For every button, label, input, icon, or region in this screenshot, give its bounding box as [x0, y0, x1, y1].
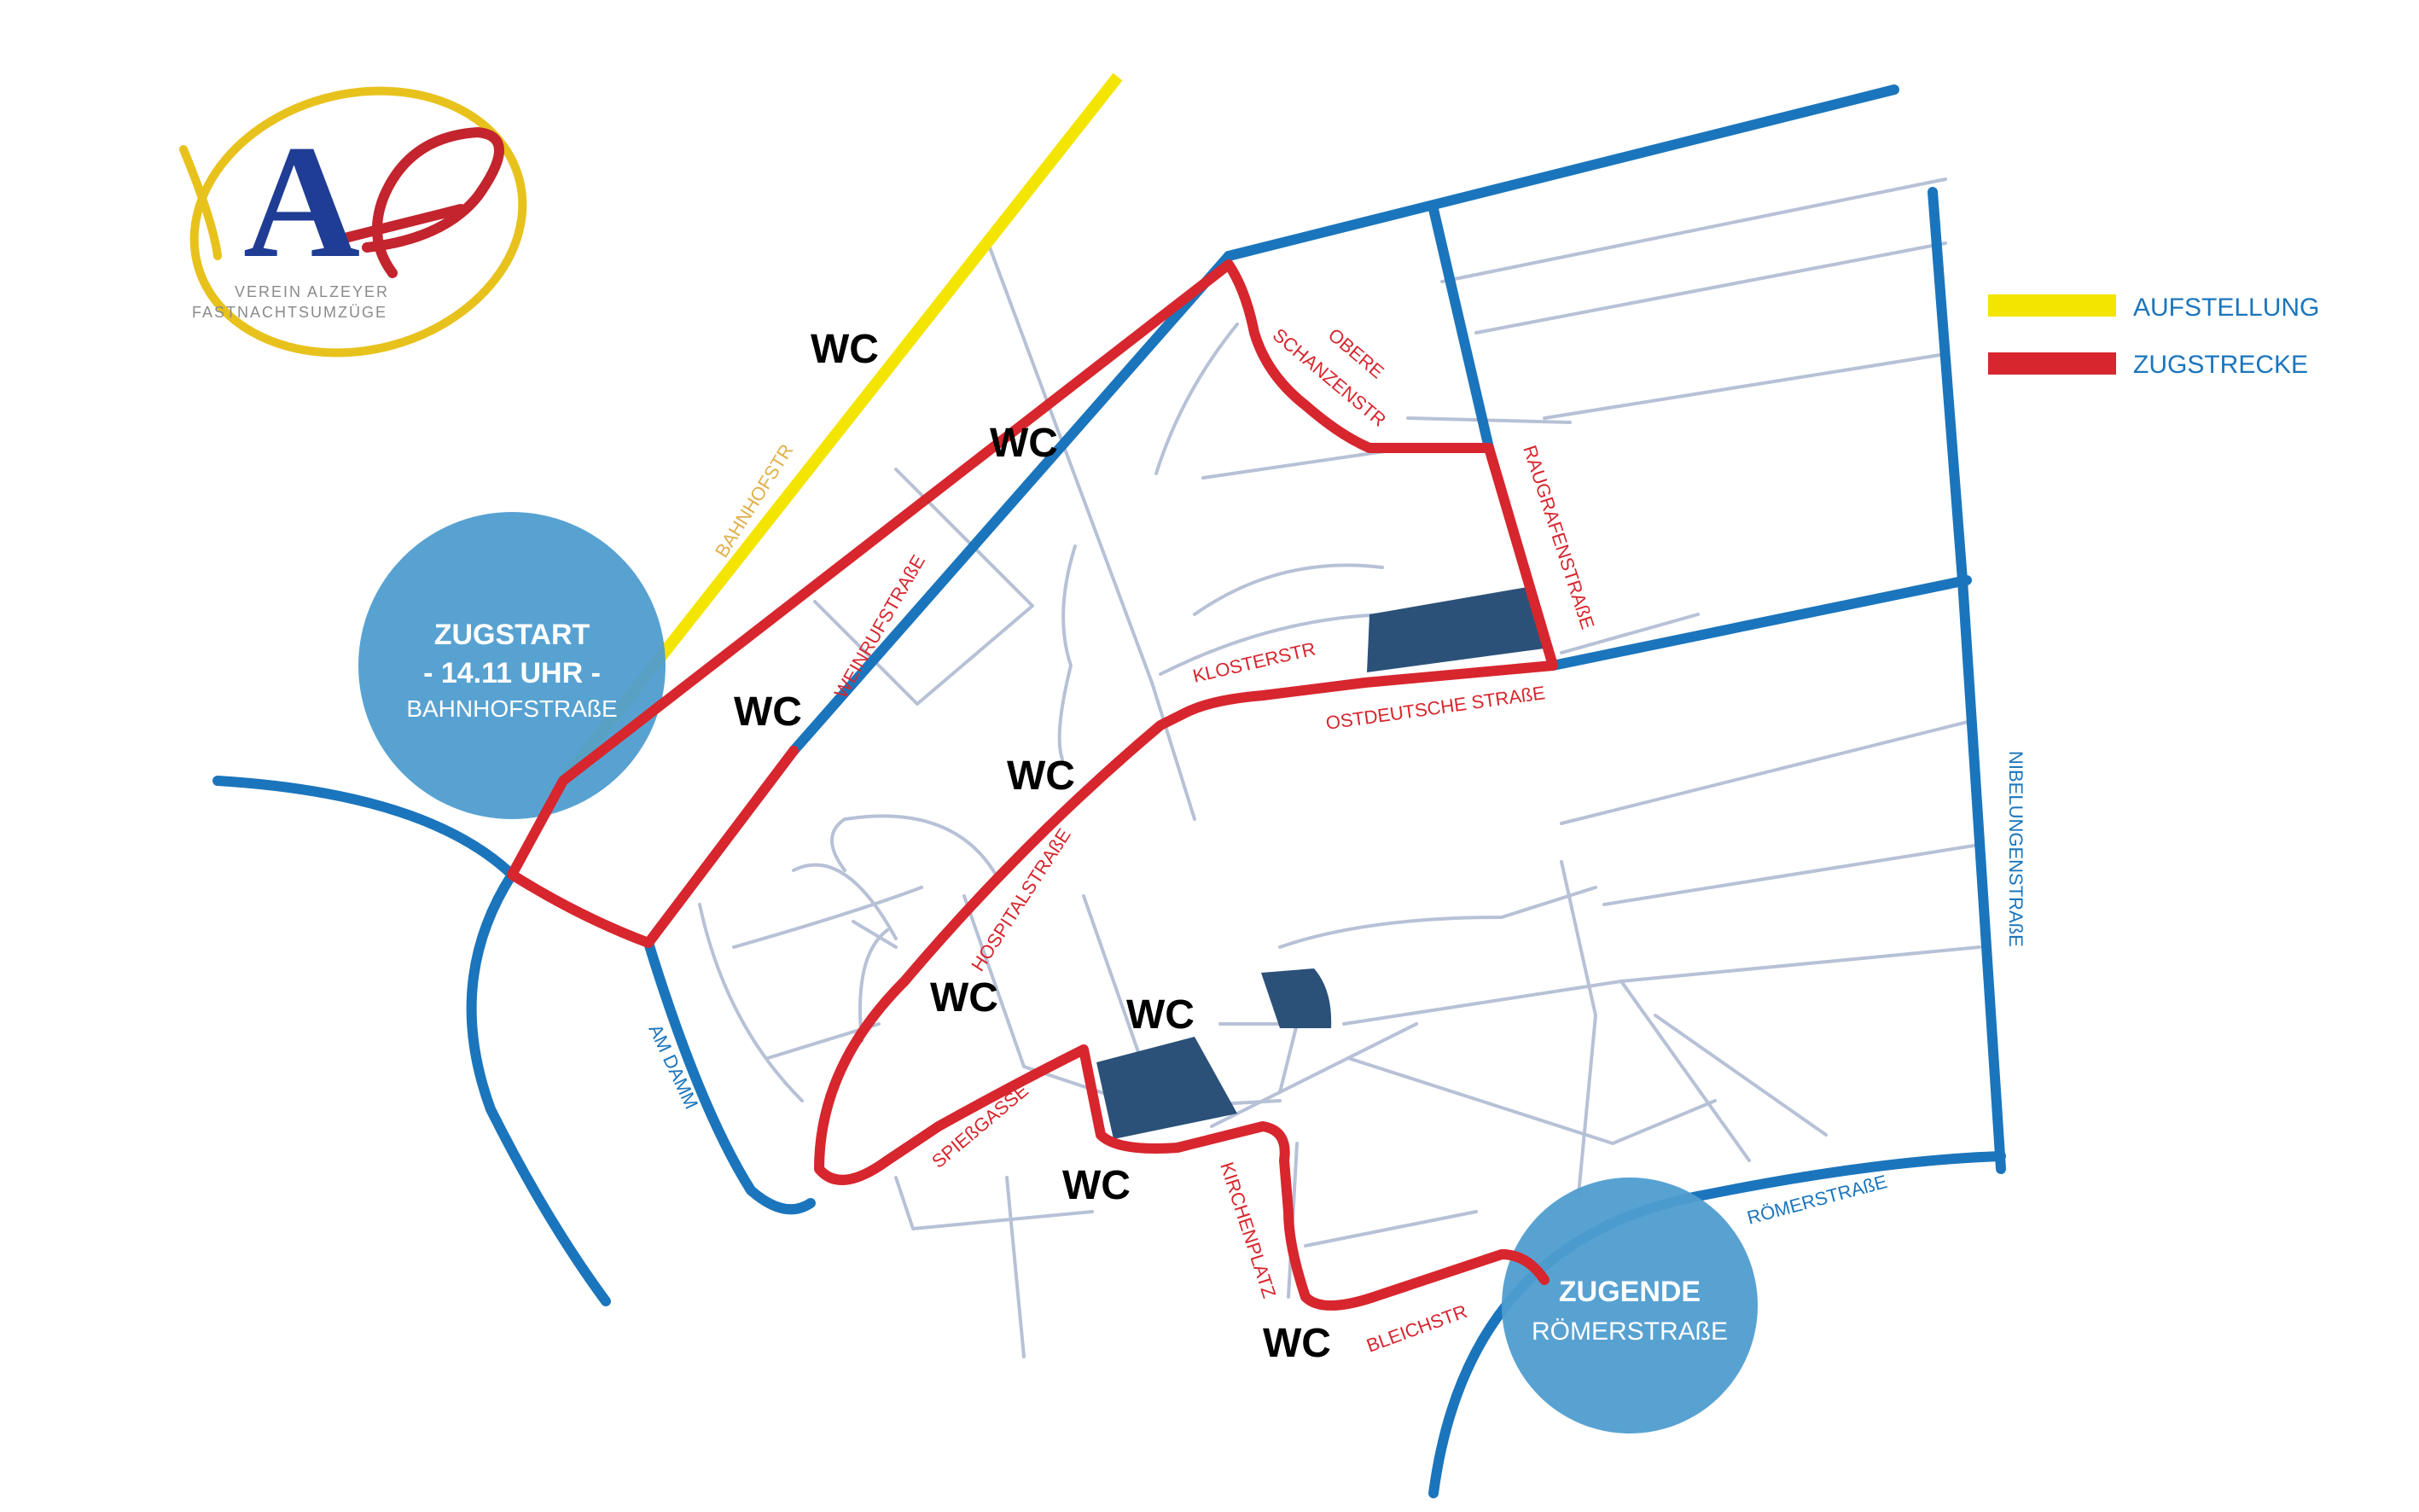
legend-label-zugstrecke: ZUGSTRECKE — [2133, 351, 2308, 379]
label-nibelungenstrasse: NIBELUNGENSTRAßE — [2005, 751, 2026, 947]
wc-marker: WC — [990, 421, 1058, 466]
legend-swatch-zugstrecke — [1988, 352, 2116, 375]
street-labels: BAHNHOFSTR WEINRUFSTRAßE OBERE SCHANZENS… — [644, 324, 2026, 1357]
start-time: - 14.11 UHR - — [423, 657, 601, 689]
label-ostdeutsche: OSTDEUTSCHE STRAßE — [1324, 682, 1546, 734]
building-blocks — [1096, 587, 1544, 1139]
wc-marker: WC — [1062, 1163, 1131, 1208]
vaf-logo: A VEREIN ALZEYER FASTNACHTSUMZÜGE — [179, 86, 527, 358]
wc-marker: WC — [1007, 753, 1075, 799]
wc-marker: WC — [1126, 992, 1195, 1038]
wc-marker: WC — [1263, 1321, 1331, 1366]
label-kirchenplatz: KIRCHENPLATZ — [1216, 1160, 1280, 1300]
label-bleichstr: BLEICHSTR — [1364, 1300, 1470, 1357]
logo-initials: A — [243, 113, 360, 292]
start-street: BAHNHOFSTRAßE — [406, 695, 617, 722]
side-streets — [698, 177, 1981, 1358]
logo-line2: FASTNACHTSUMZÜGE — [192, 304, 387, 321]
wc-markers: WC WC WC WC WC WC WC WC — [734, 327, 1331, 1366]
legend-label-aufstellung: AUFSTELLUNG — [2133, 294, 2319, 322]
logo-line1: VEREIN ALZEYER — [235, 283, 389, 300]
label-weinrufstrasse: WEINRUFSTRAßE — [830, 551, 929, 702]
end-title: ZUGENDE — [1559, 1276, 1701, 1308]
parade-route — [507, 259, 1558, 1311]
legend: AUFSTELLUNG ZUGSTRECKE — [1988, 294, 2319, 379]
building-block — [1261, 968, 1332, 1028]
start-circle: ZUGSTART - 14.11 UHR - BAHNHOFSTRAßE — [358, 512, 666, 819]
end-street: RÖMERSTRAßE — [1532, 1317, 1728, 1346]
route-connector — [507, 746, 799, 948]
end-circle: ZUGENDE RÖMERSTRAßE — [1502, 1178, 1758, 1433]
building-block — [1096, 1037, 1237, 1139]
building-block — [1367, 587, 1544, 672]
label-klosterstr: KLOSTERSTR — [1191, 638, 1318, 687]
main-roads — [212, 84, 2006, 1498]
start-title: ZUGSTART — [434, 619, 590, 651]
legend-swatch-aufstellung — [1988, 294, 2116, 317]
wc-marker: WC — [811, 327, 879, 372]
wc-marker: WC — [930, 975, 998, 1021]
wc-marker: WC — [734, 689, 802, 735]
